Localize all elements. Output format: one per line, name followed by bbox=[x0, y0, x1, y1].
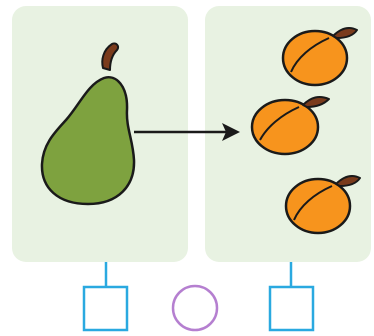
left-answer-box[interactable] bbox=[82, 285, 129, 332]
comparison-circle[interactable] bbox=[171, 284, 219, 332]
right-answer-box[interactable] bbox=[268, 285, 315, 332]
apricot-icon bbox=[284, 175, 361, 235]
pear-icon bbox=[40, 42, 136, 206]
arrow-right-icon bbox=[134, 123, 240, 141]
apricot-icon bbox=[250, 96, 330, 156]
apricot-icon bbox=[281, 27, 358, 87]
